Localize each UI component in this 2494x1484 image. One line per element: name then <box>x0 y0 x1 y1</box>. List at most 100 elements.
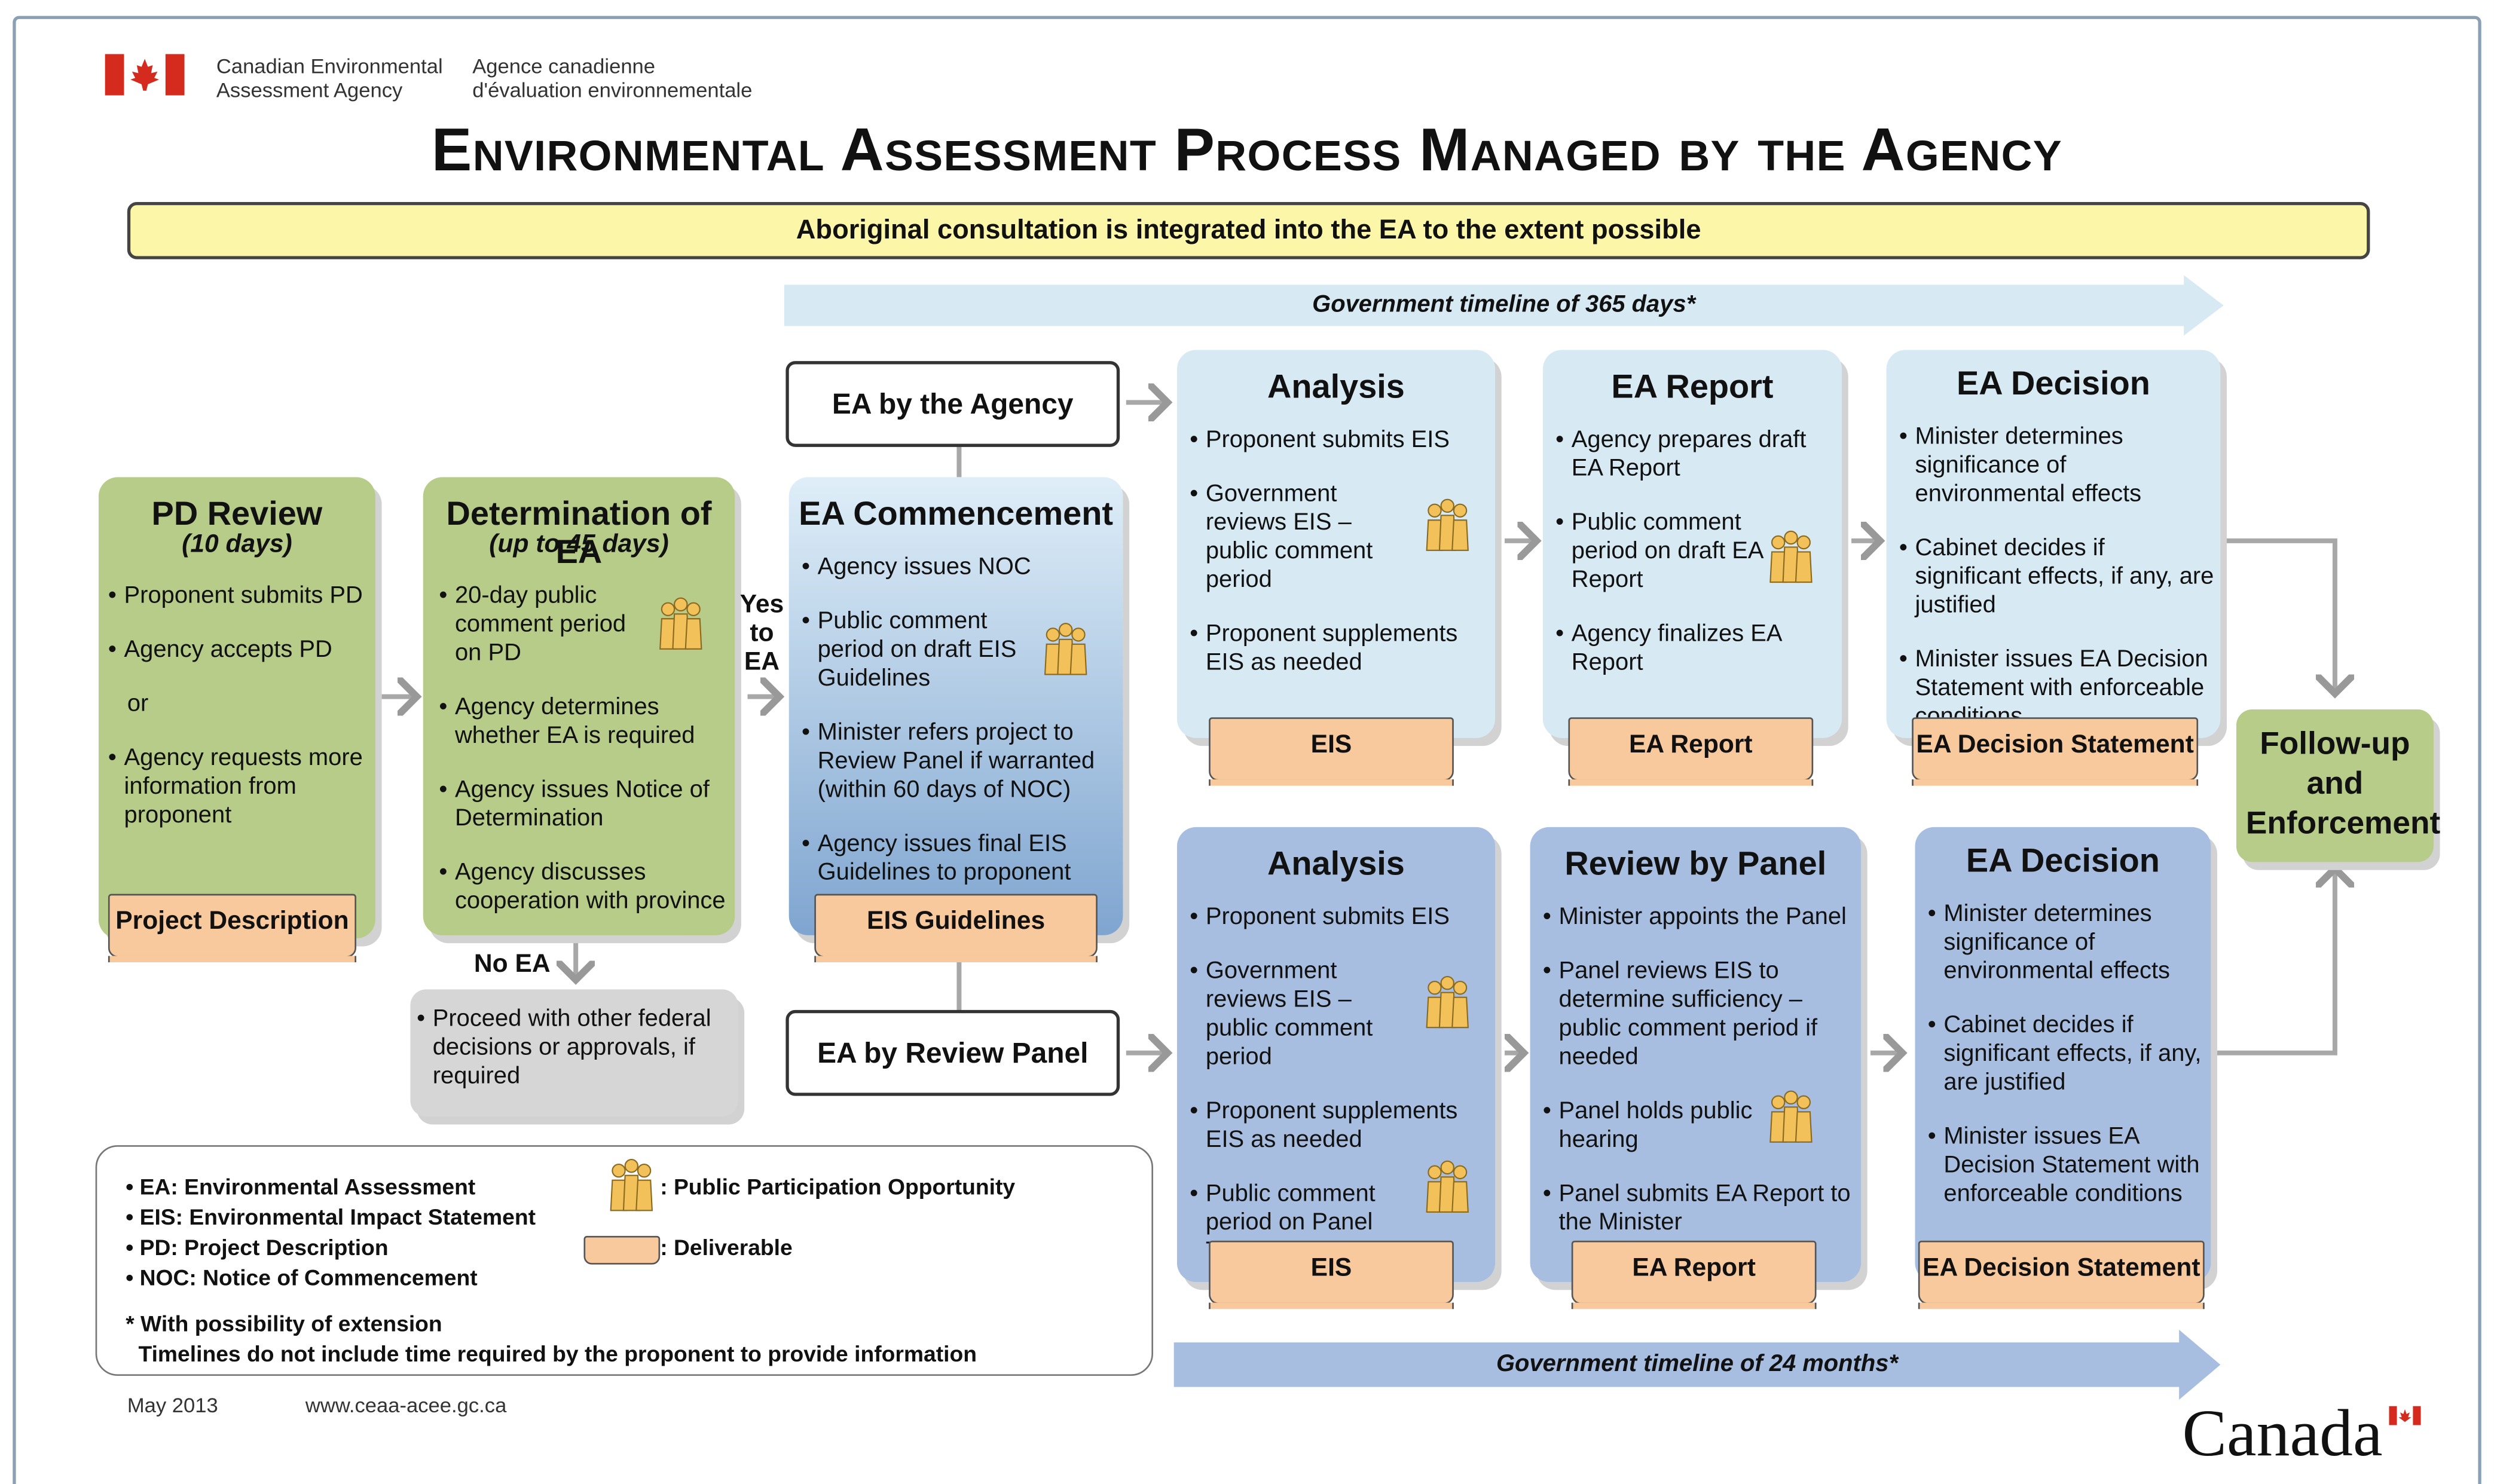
org-name-english: Canadian Environmental Assessment Agency <box>216 54 443 102</box>
panel-decision-item: Minister determines significance of envi… <box>1928 900 2205 986</box>
footer-url[interactable]: www.ceaa-acee.gc.ca <box>305 1393 507 1418</box>
analysis-item: Proponent submits EIS <box>1190 426 1489 455</box>
determination-item: 20-day public comment period on PD <box>439 582 728 668</box>
public-participation-icon <box>659 597 702 650</box>
review-by-panel-title: Review by Panel <box>1564 846 1827 883</box>
commencement-item: Agency issues final EIS Guidelines to pr… <box>802 830 1117 888</box>
legend-abbrev: • EIS: Environmental Impact Statement <box>126 1204 536 1230</box>
timeline-365-days: Government timeline of 365 days* <box>784 275 2224 336</box>
agency-ea-decision-title: EA Decision <box>1956 366 2150 403</box>
legend-abbrev: • EA: Environmental Assessment <box>126 1174 476 1200</box>
pd-item: Proponent submits PD <box>108 582 371 611</box>
legend-footnote-extension: * With possibility of extension <box>126 1310 442 1336</box>
pd-review-title: PD Review <box>151 496 323 533</box>
panel-analysis-box: Analysis Proponent submits EIS Governmen… <box>1176 827 1496 1283</box>
commencement-item: Agency issues NOC <box>802 553 1117 582</box>
analysis-item: Government reviews EIS – public comment … <box>1190 481 1489 595</box>
ea-commencement-title: EA Commencement <box>799 496 1113 533</box>
public-participation-icon <box>1044 623 1087 675</box>
panel-decision-item: Cabinet decides if significant effects, … <box>1928 1012 2205 1098</box>
no-ea-label: No EA <box>473 951 551 978</box>
timeline-24-months: Government timeline of 24 months* <box>1173 1329 2221 1400</box>
panel-analysis-title: Analysis <box>1267 846 1405 883</box>
agency-ea-report-title: EA Report <box>1611 369 1774 406</box>
determination-box: Determination of EA (up to 45 days) 20-d… <box>423 477 735 935</box>
determination-item: Agency issues Notice of Determination <box>439 776 728 834</box>
timeline-arrow-icon <box>1173 1329 2221 1400</box>
public-participation-icon <box>610 1159 653 1211</box>
yes-to-ea-label: Yes to EA <box>739 592 784 677</box>
timeline-arrow-icon <box>784 275 2224 336</box>
public-participation-icon <box>1426 975 1469 1029</box>
pd-review-duration: (10 days) <box>182 531 292 559</box>
panel-analysis-item: Government reviews EIS – public comment … <box>1190 957 1489 1072</box>
canada-flag-icon <box>105 54 185 96</box>
deliverable-eis-agency: EIS <box>1209 717 1454 786</box>
deliverable-swatch <box>583 1235 661 1265</box>
follow-up-enforcement-title: Follow-up and Enforcement <box>2245 727 2441 842</box>
pd-item-or: or <box>127 690 149 718</box>
review-item: Panel holds public hearing <box>1543 1097 1854 1155</box>
deliverable-ea-decision-agency: EA Decision Statement <box>1912 717 2199 786</box>
review-item: Panel reviews EIS to determine sufficien… <box>1543 957 1854 1072</box>
timeline-24-label: Government timeline of 24 months* <box>1496 1350 1898 1378</box>
legend-deliverable: : Deliverable <box>660 1234 793 1260</box>
deliverable-ea-report-agency: EA Report <box>1568 717 1814 786</box>
decision-item: Minister determines significance of envi… <box>1899 423 2214 509</box>
panel-ea-decision-title: EA Decision <box>1966 843 2160 880</box>
review-item: Minister appoints the Panel <box>1543 904 1854 932</box>
panel-analysis-item: Proponent supplements EIS as needed <box>1190 1097 1489 1155</box>
deliverable-project-description: Project Description <box>108 894 356 963</box>
panel-ea-decision-box: EA Decision Minister determines signific… <box>1915 827 2211 1283</box>
decision-item: Cabinet decides if significant effects, … <box>1899 534 2214 620</box>
public-participation-icon <box>1426 498 1469 551</box>
review-by-panel-box: Review by Panel Minister appoints the Pa… <box>1530 827 1862 1283</box>
deliverable-eis-panel: EIS <box>1209 1240 1454 1309</box>
commencement-item: Minister refers project to Review Panel … <box>802 719 1117 805</box>
analysis-item: Proponent supplements EIS as needed <box>1190 620 1489 678</box>
org-name-french: Agence canadienne d'évaluation environne… <box>472 54 753 102</box>
ea-by-agency-box: EA by the Agency <box>786 361 1120 447</box>
report-item: Agency finalizes EA Report <box>1555 620 1835 678</box>
ea-commencement-box: EA Commencement Agency issues NOC Public… <box>788 477 1123 935</box>
public-participation-icon <box>1769 1090 1813 1143</box>
pd-item: Agency requests more information from pr… <box>108 744 371 830</box>
commencement-item: Public comment period on draft EIS Guide… <box>802 608 1117 694</box>
deliverable-ea-decision-panel: EA Decision Statement <box>1918 1240 2205 1309</box>
deliverable-ea-report-panel: EA Report <box>1571 1240 1817 1309</box>
public-participation-icon <box>1769 530 1813 583</box>
agency-ea-decision-box: EA Decision Minister determines signific… <box>1886 350 2221 738</box>
canada-wordmark: Canada <box>2182 1398 2383 1471</box>
report-item: Agency prepares draft EA Report <box>1555 426 1835 484</box>
pd-item: Agency accepts PD <box>108 637 371 665</box>
decision-item: Minister issues EA Decision Statement wi… <box>1899 645 2214 732</box>
deliverable-eis-guidelines: EIS Guidelines <box>814 894 1098 963</box>
follow-up-enforcement-box: Follow-up and Enforcement <box>2236 709 2441 862</box>
legend-public-participation: : Public Participation Opportunity <box>660 1174 1016 1200</box>
footer-date: May 2013 <box>127 1393 218 1418</box>
ea-by-review-panel-box: EA by Review Panel <box>786 1009 1120 1096</box>
panel-decision-item: Minister issues EA Decision Statement wi… <box>1928 1123 2205 1209</box>
agency-analysis-box: Analysis Proponent submits EIS Governmen… <box>1176 350 1496 738</box>
agency-analysis-title: Analysis <box>1267 369 1405 406</box>
legend-abbrev: • NOC: Notice of Commencement <box>126 1264 478 1290</box>
determination-duration: (up to 45 days) <box>489 531 669 559</box>
aboriginal-consultation-banner: Aboriginal consultation is integrated in… <box>127 201 2370 259</box>
legend-abbrev: • PD: Project Description <box>126 1234 389 1260</box>
government-header: Canadian Environmental Assessment Agency… <box>105 54 773 111</box>
no-ea-box: Proceed with other federal decisions or … <box>410 989 738 1117</box>
timeline-365-label: Government timeline of 365 days* <box>1312 291 1696 319</box>
legend-box: • EA: Environmental Assessment • EIS: En… <box>95 1145 1154 1376</box>
page-title: Environmental Assessment Process Managed… <box>431 117 2063 185</box>
review-item: Panel submits EA Report to the Minister <box>1543 1180 1854 1238</box>
panel-analysis-item: Proponent submits EIS <box>1190 904 1489 932</box>
determination-item: Agency determines whether EA is required <box>439 693 728 751</box>
canada-wordmark-flag-icon <box>2389 1406 2421 1425</box>
determination-title: Determination of EA <box>446 496 712 571</box>
report-item: Public comment period on draft EA Report <box>1555 509 1835 595</box>
determination-item: Agency discusses cooperation with provin… <box>439 859 728 916</box>
no-ea-text: Proceed with other federal decisions or … <box>417 1005 728 1091</box>
legend-footnote-timelines: Timelines do not include time required b… <box>138 1341 977 1367</box>
public-participation-icon <box>1426 1160 1469 1213</box>
